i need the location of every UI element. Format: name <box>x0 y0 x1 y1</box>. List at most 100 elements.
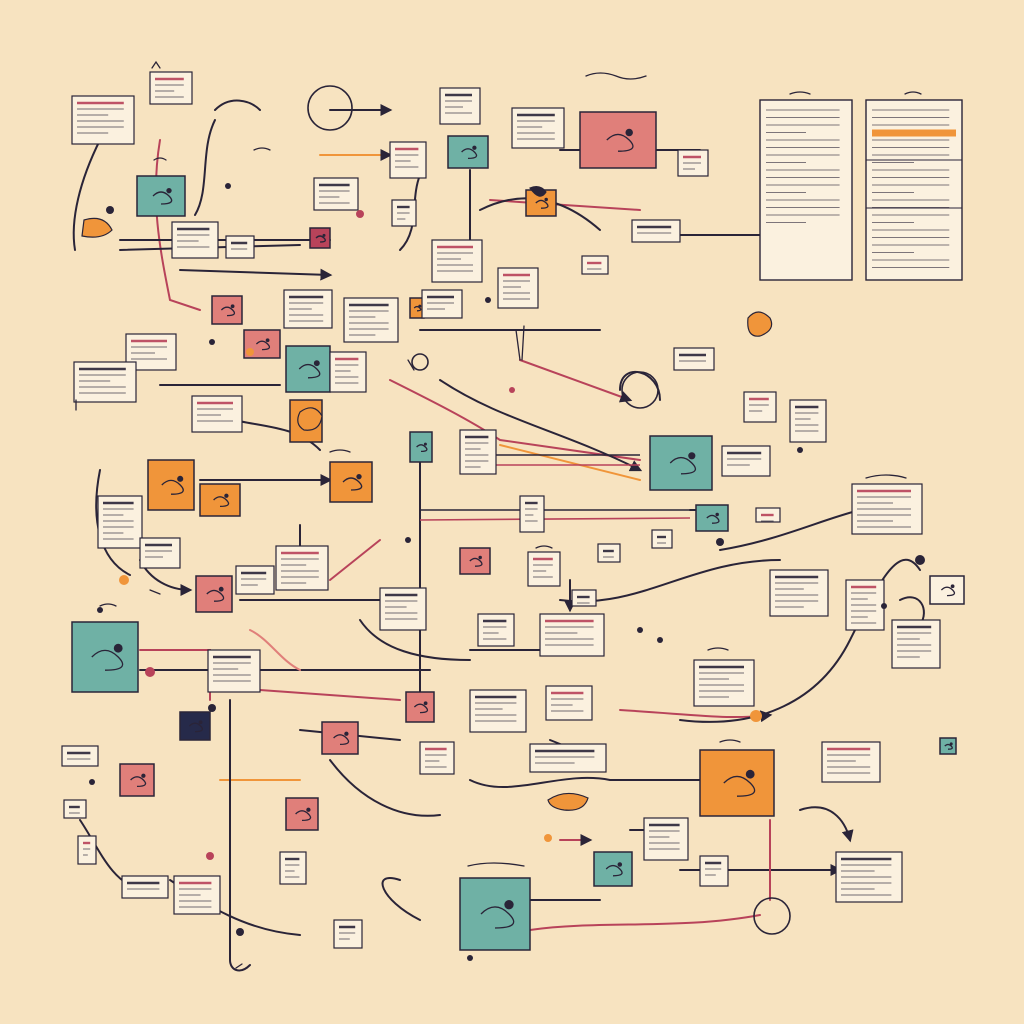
document-card <box>755 507 781 523</box>
document-card <box>391 199 417 227</box>
diagram-node <box>593 851 633 887</box>
document-card <box>597 543 621 563</box>
document-card <box>519 495 545 533</box>
document-card <box>821 741 881 783</box>
dot-marker <box>637 627 643 633</box>
connector-line <box>799 806 854 843</box>
circle-node <box>753 897 791 935</box>
document-card <box>643 817 689 861</box>
diagram-node <box>136 175 186 217</box>
document-card <box>421 289 463 319</box>
dot-marker <box>119 575 129 585</box>
document-card <box>235 565 275 595</box>
connector-line <box>359 619 471 661</box>
connector-line <box>519 359 633 403</box>
blob-shape <box>747 311 773 337</box>
diagram-node <box>199 483 241 517</box>
blob-shape <box>529 186 547 197</box>
document-card <box>343 297 399 343</box>
document-card <box>511 107 565 149</box>
dot-marker <box>915 555 925 565</box>
document-card <box>173 875 221 915</box>
circle-node <box>621 371 659 409</box>
text-panel <box>865 99 963 281</box>
document-card <box>721 445 771 477</box>
diagram-node <box>285 345 331 393</box>
document-card <box>191 395 243 433</box>
text-panel <box>759 99 853 281</box>
connector-line <box>194 119 216 216</box>
scribble-mark <box>535 545 553 549</box>
document-card <box>851 483 923 535</box>
dot-marker <box>467 955 473 961</box>
dot-marker <box>544 834 552 842</box>
bus-line <box>419 517 691 521</box>
document-card <box>469 689 527 733</box>
document-card <box>835 851 903 903</box>
connector-line <box>154 139 201 311</box>
dot-marker <box>750 710 762 722</box>
connector-line <box>259 689 401 701</box>
dot-marker <box>236 928 244 936</box>
document-card <box>527 551 561 587</box>
document-card <box>121 875 169 899</box>
scribble-mark <box>467 862 525 867</box>
diagram-node <box>321 721 359 755</box>
scribble-mark <box>329 449 351 453</box>
connector-line <box>179 268 333 281</box>
diagram-node <box>699 749 775 817</box>
document-card <box>439 87 481 125</box>
document-card <box>699 855 729 887</box>
document-card <box>743 391 777 423</box>
blob-shape <box>547 792 589 811</box>
document-card <box>477 613 515 647</box>
blob-shape <box>81 217 113 238</box>
document-card <box>97 495 143 549</box>
diagram-node <box>525 189 557 217</box>
scribble-mark <box>407 359 415 371</box>
connector-line <box>719 509 861 551</box>
scribble-mark <box>515 329 521 361</box>
diagram-node <box>211 295 243 325</box>
document-panel-layer <box>61 71 963 949</box>
dot-marker <box>89 779 95 785</box>
document-card <box>71 95 135 145</box>
document-card <box>419 741 455 775</box>
connector-line <box>619 371 661 401</box>
decoration-layer <box>75 60 925 969</box>
document-card <box>63 799 87 819</box>
diagram-node <box>939 737 957 755</box>
diagram-node <box>119 763 155 797</box>
dot-marker <box>145 667 155 677</box>
document-card <box>845 579 885 631</box>
diagram-node <box>929 575 965 605</box>
document-card <box>673 347 715 371</box>
connector-line <box>329 539 381 581</box>
document-card <box>769 569 829 617</box>
dot-marker <box>485 297 491 303</box>
document-card <box>545 685 593 721</box>
document-card <box>431 239 483 283</box>
scribble-mark <box>151 60 161 69</box>
diagram-node <box>71 621 139 693</box>
dot-marker <box>246 348 254 356</box>
diagram-node <box>447 135 489 169</box>
document-card <box>677 149 709 177</box>
dot-marker <box>356 210 364 218</box>
diagram-node <box>179 711 211 741</box>
scribble-mark <box>719 739 741 743</box>
document-card <box>581 255 609 275</box>
diagram-node <box>649 435 713 491</box>
scribble-mark <box>153 157 167 161</box>
node-layer <box>71 111 965 951</box>
diagram-node <box>195 575 233 613</box>
document-card <box>225 235 255 259</box>
dot-marker <box>405 537 411 543</box>
document-card <box>73 361 137 403</box>
circle-node <box>411 353 429 371</box>
dot-marker <box>657 637 663 643</box>
document-card <box>459 429 497 475</box>
blob-shape <box>297 407 323 431</box>
connector-line <box>249 629 301 671</box>
connector-line <box>381 877 421 921</box>
